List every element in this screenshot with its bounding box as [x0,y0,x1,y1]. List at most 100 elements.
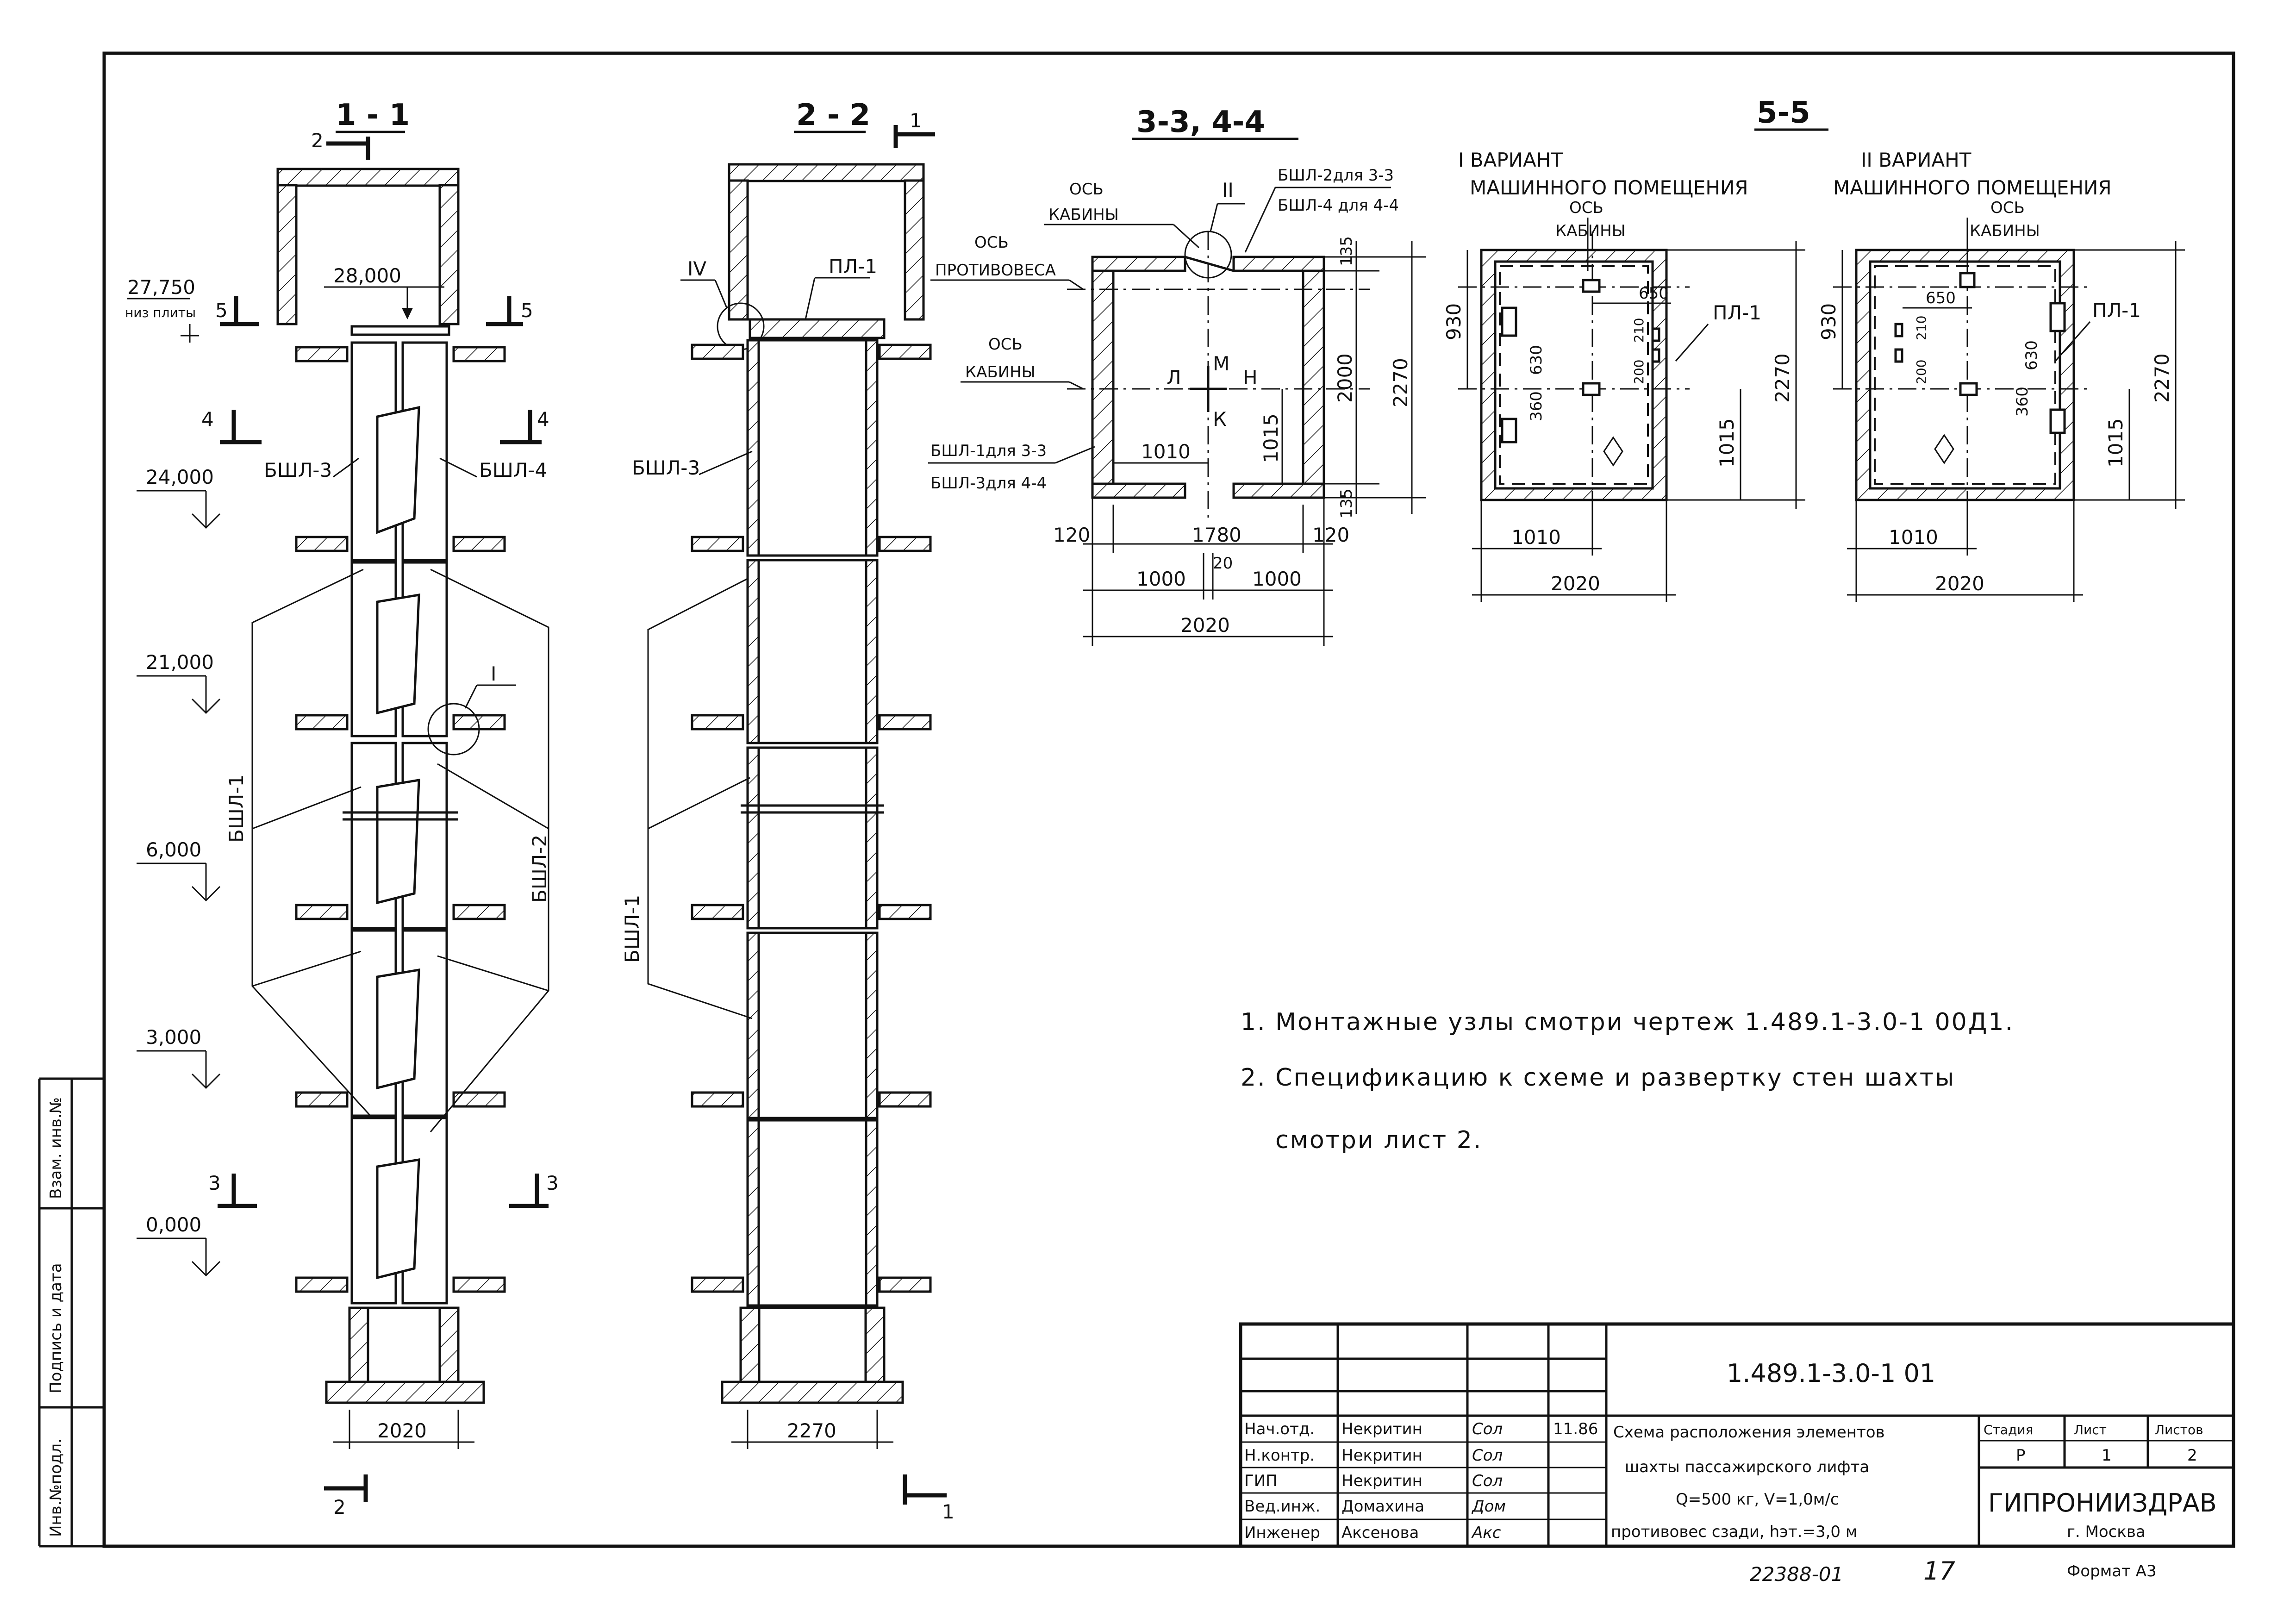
label-bshl2-s11: БШЛ-2 [528,835,551,903]
section-2-2-title: 2 - 2 [796,98,870,132]
tb-sign-0: Сол [1472,1420,1503,1438]
dim33-2020: 2020 [1180,614,1230,637]
node-I-label: I [491,662,496,685]
tb-sign-3: Дом [1471,1497,1506,1516]
notes: 1. Монтажные узлы смотри чертеж 1.489.1-… [1241,1008,2014,1154]
v2-2270: 2270 [2151,353,2173,403]
dim33-1000a: 1000 [1136,568,1186,590]
dim33-1015: 1015 [1260,413,1282,463]
level-6000: 6,000 [146,838,201,861]
v2-1010: 1010 [1889,526,1938,549]
v1-1015: 1015 [1716,418,1738,468]
dim33-135b: 135 [1337,488,1356,518]
side-vzam: Взам. инв.№ [47,1097,65,1199]
plan33-axis-cabin-b1: ОСЬ [988,335,1023,354]
dir-n: Н [1243,366,1258,389]
tb-date-0: 11.86 [1553,1420,1598,1438]
title-block: 1.489.1-3.0-1 01 Нач.отд. Некритин Сол 1… [1239,1322,2235,1548]
dim33-1000b: 1000 [1252,568,1302,590]
v2-axis-a: ОСЬ [1990,199,2025,217]
v2-930: 930 [1817,303,1840,340]
v1-axis-b: КАБИНЫ [1555,222,1626,240]
dim33-120a: 120 [1053,524,1090,546]
tb-role-1: Н.контр. [1244,1446,1315,1465]
tb-sign-1: Сол [1472,1446,1503,1465]
bshl4-note: БШЛ-4 для 4-4 [1278,196,1399,215]
tb-name-4: Аксенова [1341,1524,1419,1542]
v1-2270: 2270 [1771,353,1794,403]
dim33-2000: 2000 [1334,353,1356,403]
dim33-1010: 1010 [1141,440,1191,463]
tb-sheets: 2 [2187,1446,2197,1465]
note-1: 1. Монтажные узлы смотри чертеж 1.489.1-… [1241,1008,2014,1036]
page-number: 17 [1923,1556,1955,1586]
plan33-axis-cabin-1: ОСЬ [1069,180,1104,199]
v1-pl1: ПЛ-1 [1713,301,1761,324]
format-label: Формат А3 [2067,1562,2157,1580]
cut-3-left: 3 [208,1172,221,1194]
dir-l: Л [1167,366,1181,389]
plan-33-title: 3-3, 4-4 [1136,105,1265,139]
v1-650: 650 [1639,284,1669,303]
cut-1-bottom-label: 1 [942,1500,955,1523]
v1-930: 930 [1442,303,1465,340]
v2-pl1: ПЛ-1 [2092,299,2141,322]
level-27750: 27,750 [127,276,195,299]
tb-code: 1.489.1-3.0-1 01 [1727,1359,1935,1388]
v1-axis-a: ОСЬ [1569,199,1603,217]
tb-sheet-h: Лист [2074,1422,2107,1437]
dim33-1780: 1780 [1192,524,1242,546]
shaft-2-2-blocks [691,339,932,1404]
label-bshl1-s22: БШЛ-1 [621,895,643,963]
tb-name-1: Некритин [1341,1446,1423,1465]
level-3000: 3,000 [146,1026,201,1049]
v1-630: 630 [1527,345,1546,375]
plan33-axis-cabin-2: КАБИНЫ [1048,206,1119,224]
v1-2020: 2020 [1551,572,1600,595]
side-podpis: Подпись и дата [47,1263,65,1393]
tb-desc-2: шахты пассажирского лифта [1625,1458,1869,1476]
label-bshl3-s22: БШЛ-3 [632,456,700,479]
side-inv-podl: Инв.№подл. [47,1438,65,1537]
cut-1-top-label: 1 [910,109,922,132]
node-II-label: II [1222,179,1234,201]
plan-5-5: 5-5 I ВАРИАНТ МАШИННОГО ПОМЕЩЕНИЯ II ВАР… [1442,96,2185,602]
dim33-2270: 2270 [1389,358,1412,407]
v1-210: 210 [1631,318,1647,343]
bshl1-note: БШЛ-1для 3-3 [930,442,1047,460]
archive-number: 22388-01 [1750,1563,1843,1586]
plan55-variant-2: ПЛ-1 ОСЬ КАБИНЫ 650 210 200 630 360 930 … [1817,199,2185,602]
label-bshl3-s11: БШЛ-3 [264,459,332,481]
section-1-1: 1 - 1 2 28,000 27,750 низ плиты 5 5 [125,98,559,1518]
dim33-20: 20 [1213,554,1233,573]
tb-sheet: 1 [2102,1446,2112,1465]
cut-5-right: 5 [521,299,533,322]
plan55-variant-1: ПЛ-1 ОСЬ КАБИНЫ 650 210 200 630 360 930 … [1442,199,1805,602]
v2-1015: 1015 [2104,418,2127,468]
tb-desc-3: Q=500 кг, V=1,0м/с [1676,1490,1839,1509]
tb-role-4: Инженер [1244,1524,1320,1542]
sheet-footer: 22388-01 17 Формат А3 [1750,1556,2157,1586]
note-2: 2. Спецификацию к схеме и развертку стен… [1241,1064,1955,1092]
level-0000: 0,000 [146,1213,201,1236]
dim33-135a: 135 [1337,236,1356,266]
plan55-var1-b: МАШИННОГО ПОМЕЩЕНИЯ [1470,176,1748,199]
drawing-frame [38,51,2235,1548]
dim-2270-s22: 2270 [787,1419,836,1442]
v2-650: 650 [1926,289,1956,307]
plan55-var1-a: I ВАРИАНТ [1458,149,1563,171]
tb-sheets-h: Листов [2155,1422,2203,1437]
dim33-120b: 120 [1312,524,1349,546]
tb-sign-4: Акс [1471,1524,1501,1542]
level-27750-sub: низ плиты [125,305,196,320]
cut-5-left: 5 [215,299,228,322]
plan55-var2-b: МАШИННОГО ПОМЕЩЕНИЯ [1833,176,2112,199]
tb-role-3: Вед.инж. [1244,1497,1320,1516]
note-3: смотри лист 2. [1275,1126,1482,1154]
v1-1010: 1010 [1511,526,1561,549]
v2-210: 210 [1914,316,1929,340]
v1-360: 360 [1527,391,1546,421]
shaft-1-1-blocks [295,341,506,1404]
cut-3-right: 3 [546,1172,559,1194]
